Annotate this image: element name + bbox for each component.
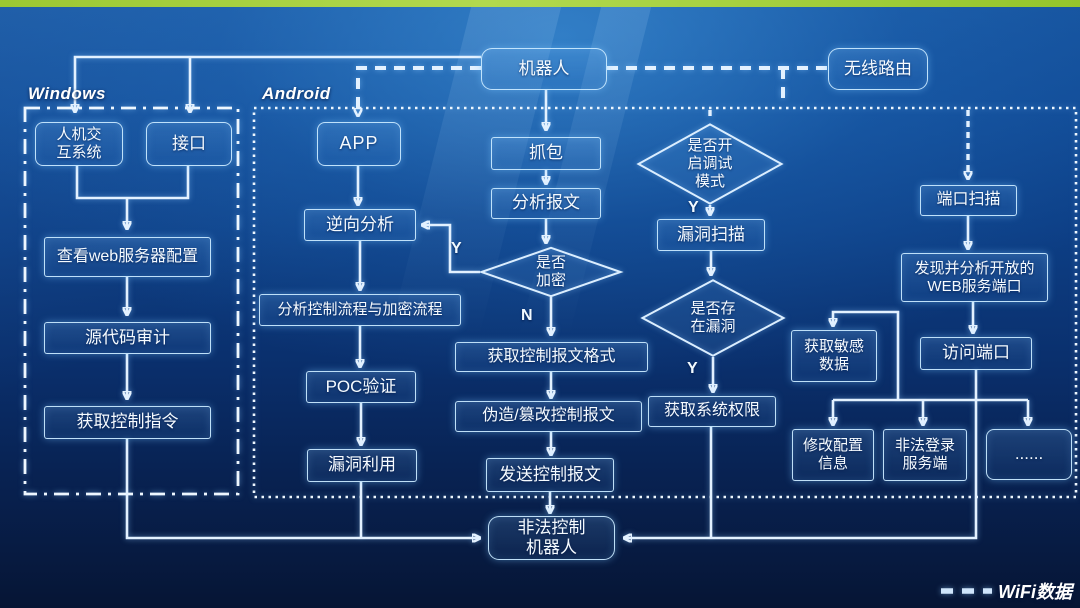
node-app: APP <box>317 122 401 166</box>
node-packet-capture: 抓包 <box>491 137 601 170</box>
node-forge-packet-label: 伪造/篡改控制报文 <box>482 407 615 425</box>
node-get-sensitive-data-label: 获取敏感 数据 <box>803 338 864 373</box>
node-get-control-cmd-label: 获取控制指令 <box>76 412 179 432</box>
node-robot: 机器人 <box>481 48 607 90</box>
node-router: 无线路由 <box>828 48 928 90</box>
edge-label-encrypted-no: N <box>521 307 533 324</box>
diamond-shape <box>637 123 783 205</box>
node-analyze-packet: 分析报文 <box>491 188 601 219</box>
diamond-shape <box>641 279 785 357</box>
node-vuln-scan: 漏洞扫描 <box>657 219 765 251</box>
top-accent-bar <box>0 0 1080 7</box>
node-illegal-login-label: 非法登录 服务端 <box>894 437 955 472</box>
node-is-debug-mode-label: 是否开 启调试 模式 <box>687 137 733 190</box>
node-hmi: 人机交 互系统 <box>35 122 123 166</box>
node-analyze-packet-label: 分析报文 <box>512 193 580 213</box>
node-hmi-label: 人机交 互系统 <box>56 126 102 161</box>
node-router-label: 无线路由 <box>844 58 912 78</box>
node-illegal-login: 非法登录 服务端 <box>883 429 967 481</box>
diamond-shape <box>480 247 622 297</box>
node-illegal-control-label: 非法控制 机器人 <box>517 517 586 557</box>
node-vuln-exists: 是否存 在漏洞 <box>641 279 785 357</box>
node-modify-config: 修改配置 信息 <box>792 429 874 481</box>
node-reverse-analysis-label: 逆向分析 <box>326 214 394 234</box>
node-source-audit: 源代码审计 <box>44 322 211 354</box>
node-port-scan: 端口扫描 <box>920 185 1017 216</box>
node-discover-web-ports: 发现并分析开放的 WEB服务端口 <box>901 253 1048 302</box>
node-forge-packet: 伪造/篡改控制报文 <box>455 401 642 432</box>
edge-label-debug-yes: Y <box>688 199 699 216</box>
node-port-scan-label: 端口扫描 <box>936 191 1001 209</box>
android-section-border <box>252 106 1078 499</box>
wifi-legend-label: WiFi数据 <box>998 582 1072 602</box>
node-analyze-flow-label: 分析控制流程与加密流程 <box>277 301 443 319</box>
node-modify-config-label: 修改配置 信息 <box>802 437 863 472</box>
node-vuln-exists-label: 是否存 在漏洞 <box>690 300 736 335</box>
node-is-encrypted: 是否 加密 <box>480 247 622 297</box>
node-packet-capture-label: 抓包 <box>529 143 563 163</box>
node-app-label: APP <box>339 133 379 154</box>
node-discover-web-ports-label: 发现并分析开放的 WEB服务端口 <box>914 259 1035 295</box>
node-exploit: 漏洞利用 <box>307 449 417 482</box>
windows-section-border <box>23 106 240 496</box>
edge-label-encrypted-yes: Y <box>451 240 462 257</box>
wifi-legend: WiFi数据 <box>934 578 1072 604</box>
node-is-encrypted-label: 是否 加密 <box>535 254 566 289</box>
node-ellipsis-label: ...... <box>1014 444 1044 464</box>
node-get-control-cmd: 获取控制指令 <box>44 406 211 439</box>
node-source-audit-label: 源代码审计 <box>85 327 170 347</box>
node-poc-verify-label: POC验证 <box>325 376 397 396</box>
node-get-packet-format-label: 获取控制报文格式 <box>487 347 616 365</box>
node-access-port: 访问端口 <box>920 337 1032 370</box>
node-send-packet-label: 发送控制报文 <box>499 464 601 484</box>
node-poc-verify: POC验证 <box>306 371 416 403</box>
node-reverse-analysis: 逆向分析 <box>304 209 416 241</box>
windows-section-label: Windows <box>28 84 106 103</box>
node-robot-label: 机器人 <box>518 58 570 78</box>
node-web-config-label: 查看web服务器配置 <box>56 247 199 265</box>
node-interface-label: 接口 <box>172 133 206 153</box>
node-get-sensitive-data: 获取敏感 数据 <box>791 330 877 382</box>
node-ellipsis: ...... <box>986 429 1072 480</box>
node-interface: 接口 <box>146 122 232 166</box>
node-vuln-scan-label: 漏洞扫描 <box>677 224 745 244</box>
node-analyze-flow: 分析控制流程与加密流程 <box>259 294 461 326</box>
android-section-label: Android <box>262 84 331 103</box>
edge-label-vuln-yes: Y <box>687 360 698 377</box>
node-illegal-control: 非法控制 机器人 <box>488 516 615 560</box>
node-is-debug-mode: 是否开 启调试 模式 <box>637 123 783 205</box>
node-get-packet-format: 获取控制报文格式 <box>455 342 648 372</box>
node-web-config: 查看web服务器配置 <box>44 237 211 277</box>
node-get-system-priv-label: 获取系统权限 <box>663 402 760 420</box>
node-exploit-label: 漏洞利用 <box>328 455 396 475</box>
node-send-packet: 发送控制报文 <box>486 458 614 492</box>
node-access-port-label: 访问端口 <box>942 343 1010 363</box>
node-get-system-priv: 获取系统权限 <box>648 396 776 427</box>
